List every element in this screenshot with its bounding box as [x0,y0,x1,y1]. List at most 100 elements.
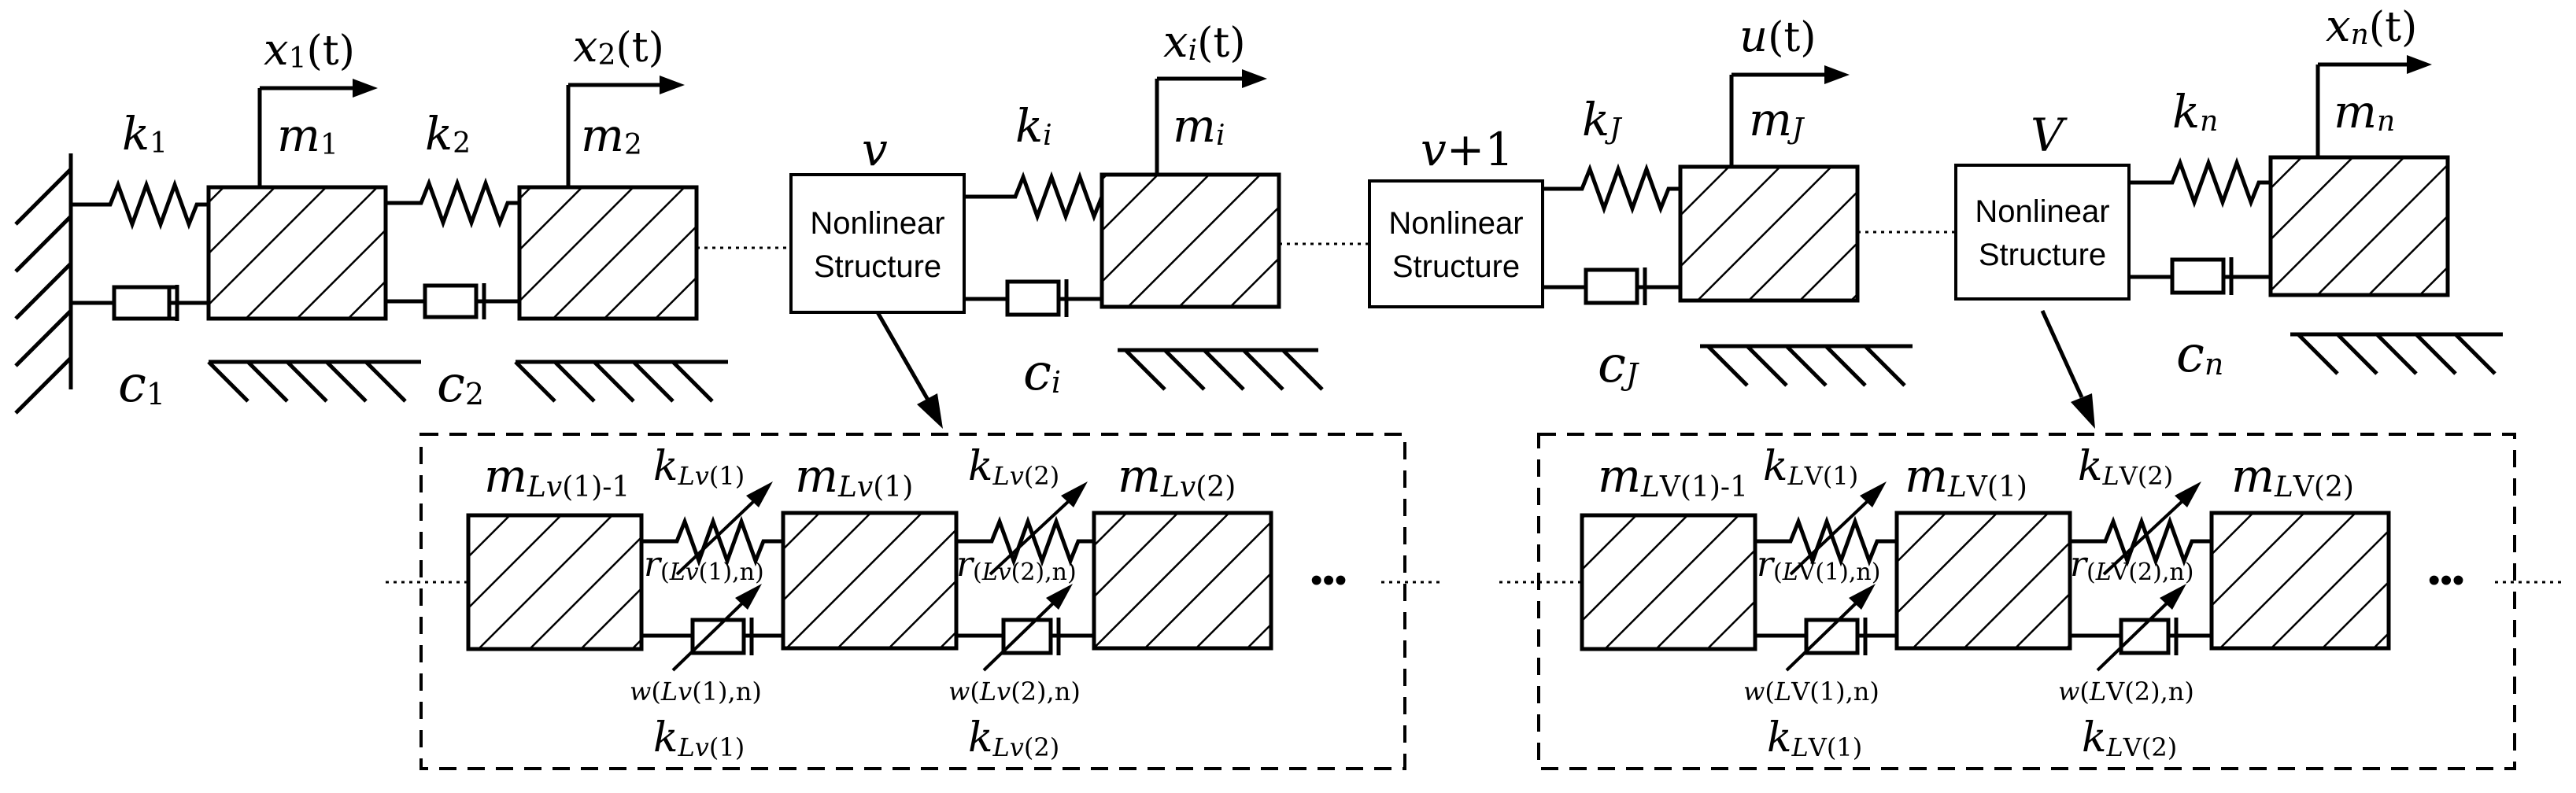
detail-right-spring-b-arrow [2102,481,2201,576]
detail-right-spring-a [1755,515,1897,567]
label-ci: ci [1023,344,1061,402]
mass-m1 [206,185,388,321]
dl-label-kd-a: kLv(1) [653,714,745,762]
detail-left-mass-c [1092,511,1273,651]
nonlinear-structure-V [1954,164,2131,301]
label-cJ: cJ [1598,336,1639,394]
detail-left-spring-b [956,515,1094,567]
expand-arrow-left [875,311,943,429]
label-x1-t: x1(t) [264,24,355,76]
label-c2: c2 [437,356,484,414]
detail-box-left [419,433,1406,770]
dl-label-m-c: mLv(2) [1118,449,1236,503]
detail-left-mass-b [781,511,959,651]
damper-cJ [1543,267,1680,305]
dr-label-w-a: w(LV(1),n) [1743,677,1879,706]
label-kn: kn [2172,85,2218,138]
label-v-plus-1: v+1 [1421,123,1513,176]
label-m2: m2 [581,109,642,162]
ground-mn [2290,332,2503,375]
label-mn: mn [2334,85,2395,138]
spring-k2 [386,177,519,229]
expand-arrow-right [2040,309,2095,429]
label-x2-t: x2(t) [573,21,664,72]
dr-label-w-b: w(LV(2),n) [2058,677,2194,706]
dl-label-w-a: w(Lv(1),n) [630,677,762,706]
detail-left-damper-a [641,618,783,655]
detail-left-spring-b-arrow [989,481,1088,576]
spring-k1 [71,179,209,231]
dr-label-r-a: r(LV(1),n) [1757,544,1880,586]
detail-right-damper-b-arrow [2096,584,2186,672]
dr-label-k-a: kLV(1) [1763,443,1858,491]
dl-label-m-b: mLv(1) [795,449,913,503]
label-c1: c1 [118,356,165,414]
displacement-arrow-xn [2315,55,2432,157]
label-v: v [862,123,888,176]
displacement-arrow-u [1729,65,1850,167]
nonlinear-structure-v [789,173,966,314]
damper-ci [964,279,1102,317]
damper-c2 [386,283,519,319]
nonlinear-structure-v-plus-1 [1368,179,1544,308]
dl-label-k-b: kLv(2) [968,443,1059,491]
detail-box-right [1537,433,2516,770]
detail-left-mass-a [466,513,644,651]
mass-m2 [517,185,699,321]
label-mJ: mJ [1749,93,1805,146]
label-ki: ki [1015,99,1052,153]
dr-label-kd-a: kLV(1) [1767,714,1862,762]
dl-label-m-a: mLv(1)-1 [484,449,630,503]
detail-left-spring-a [641,515,783,567]
detail-right-spring-a-arrow [1789,481,1887,576]
label-k1: k1 [122,107,168,160]
dl-label-r-b: r(Lv(2),n) [956,544,1077,586]
nl3-line2: Structure [1979,238,2106,272]
detail-left-damper-b-arrow [982,584,1073,672]
detail-right-ellipsis: ••• [2428,561,2464,599]
ground-mJ [1700,344,1913,387]
spring-kn [2129,157,2271,208]
damper-cn [2129,257,2271,295]
label-m1: m1 [277,109,338,162]
detail-left-damper-a-arrow [671,584,762,672]
label-k2: k2 [425,107,471,160]
fixed-wall [14,153,73,415]
dr-label-m-b: mLV(1) [1905,449,2027,503]
dr-label-k-b: kLV(2) [2078,443,2173,491]
dr-label-m-c: mLV(2) [2231,449,2354,503]
label-xi-t: xi(t) [1163,17,1246,68]
spring-ki [964,171,1104,223]
displacement-arrow-xi [1155,69,1267,175]
detail-right-damper-a [1755,618,1897,655]
damper-c1 [71,285,209,321]
ground-m2 [514,360,728,403]
dr-label-r-b: r(LV(2),n) [2070,544,2193,586]
detail-left-ellipsis: ••• [1310,561,1347,599]
detail-left-damper-b [956,618,1094,655]
ground-m1 [207,360,421,403]
dr-label-m-a: mLV(1)-1 [1598,449,1748,503]
dl-label-w-b: w(Lv(2),n) [948,677,1081,706]
label-mi: mi [1173,99,1225,153]
nl1-line1: Nonlinear [810,206,944,241]
detail-right-damper-b [2070,618,2212,655]
label-u-t: u(t) [1739,11,1817,62]
nl3-line1: Nonlinear [1975,194,2109,229]
label-cn: cn [2176,326,2223,384]
detail-right-mass-b [1894,511,2072,651]
nl1-line2: Structure [814,249,941,284]
mass-mi [1100,172,1281,309]
label-xn-t: xn(t) [2326,1,2417,52]
dl-label-kd-b: kLv(2) [968,714,1059,762]
ground-mi [1118,348,1324,391]
label-kJ: kJ [1582,93,1623,146]
detail-right-spring-b [2070,515,2212,567]
mass-mJ [1678,164,1860,303]
detail-right-mass-a [1580,513,1757,651]
detail-left-spring-a-arrow [675,481,773,576]
nl2-line2: Structure [1392,249,1520,284]
displacement-arrow-x1 [257,79,378,187]
mass-mn [2268,155,2450,297]
